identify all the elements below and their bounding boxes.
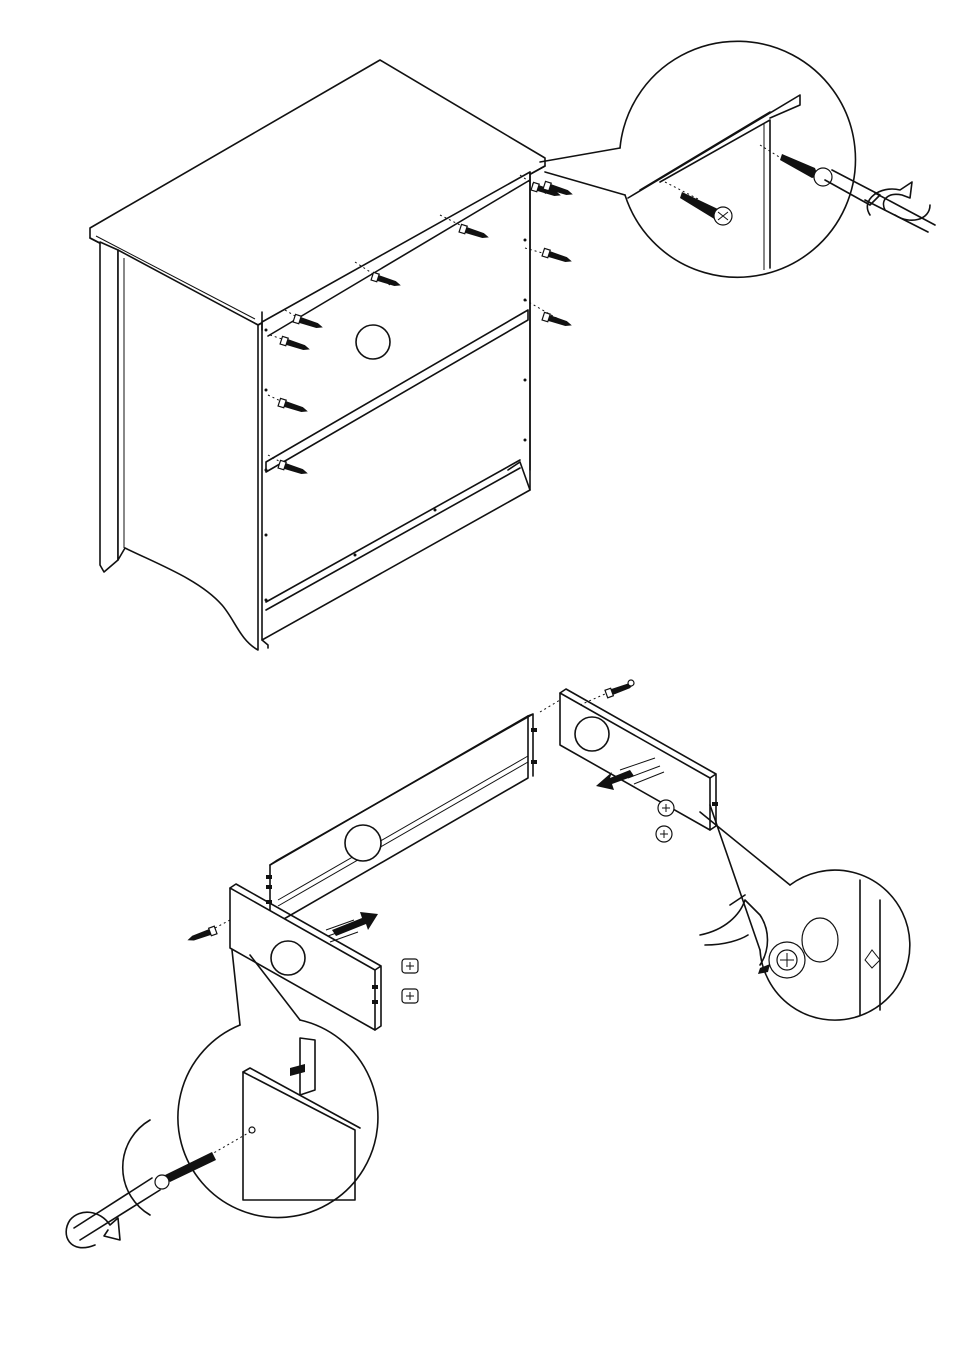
part-marker-back-end-panel <box>575 717 609 751</box>
screwdriver-icon <box>66 1212 120 1247</box>
detail-callout-cam-lock <box>700 870 910 1020</box>
part-marker-side-board <box>345 825 381 861</box>
detail-callout-top-screw <box>620 41 935 277</box>
drawer-back-panel <box>560 693 710 830</box>
hand-icon <box>700 895 768 965</box>
drawer-side-board <box>270 716 528 927</box>
dresser-side-panel <box>100 242 118 572</box>
slide-arrow-in <box>326 912 378 942</box>
cam-lock-icon <box>402 800 674 1003</box>
part-marker-front-panel <box>271 941 305 975</box>
step-2-drawer-box <box>66 680 910 1248</box>
detail-callout-front-screw <box>66 1020 378 1248</box>
step-1-dresser-back <box>90 41 935 650</box>
part-marker-back-panel <box>356 325 390 359</box>
screwdriver-icon <box>780 154 935 232</box>
screw-icon <box>680 192 732 225</box>
